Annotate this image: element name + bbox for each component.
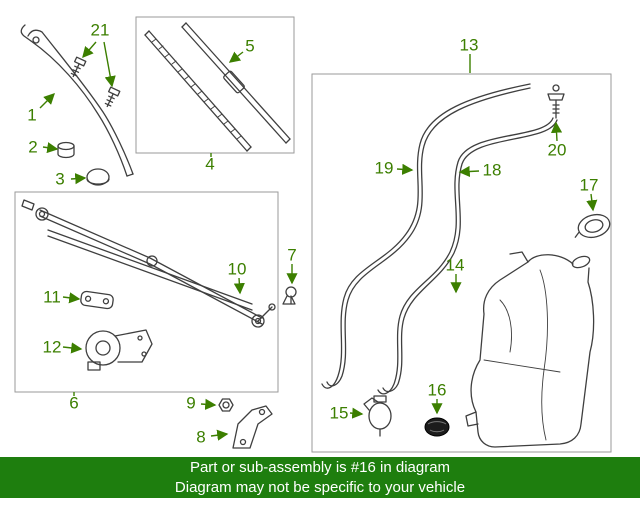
part-label-14: 14	[445, 255, 465, 275]
part-label-12: 12	[42, 337, 62, 357]
part-label-13: 13	[459, 35, 479, 55]
part-label-19: 19	[374, 158, 394, 178]
box-washer-system	[311, 73, 612, 453]
box-wiper-blades	[135, 16, 295, 154]
part-label-2: 2	[28, 137, 38, 157]
part-label-10: 10	[227, 259, 247, 279]
part-label-20: 20	[547, 140, 567, 160]
bolt-drawing	[70, 56, 87, 78]
callout-arrows	[39, 41, 598, 441]
banner-line2: Diagram may not be specific to your vehi…	[174, 479, 466, 496]
wiper-linkage-drawing	[21, 199, 276, 328]
wiper-blade-drawing	[144, 30, 252, 152]
part-label-6: 6	[69, 393, 79, 413]
reservoir-cap-drawing	[574, 213, 611, 239]
part-label-15: 15	[329, 403, 349, 423]
cap-nut-drawing	[57, 141, 75, 159]
bolt-drawing	[104, 86, 121, 108]
washer-pump-drawing	[363, 395, 392, 437]
washer-reservoir-drawing	[465, 251, 595, 448]
part-label-11: 11	[43, 287, 61, 307]
part-label-16: 16	[427, 380, 447, 400]
banner-line1: Part or sub-assembly is #16 in diagram	[189, 459, 451, 476]
wiper-blade-drawing	[181, 22, 291, 144]
part-label-3: 3	[55, 169, 65, 189]
box-wiper-linkage	[14, 191, 279, 393]
washer-hose-drawing	[321, 83, 558, 395]
part-label-17: 17	[579, 175, 599, 195]
pivot-part-drawing	[282, 286, 297, 305]
highlight-banner: Part or sub-assembly is #16 in diagram D…	[0, 457, 640, 498]
washer-nozzle-drawing	[547, 84, 565, 119]
part-label-8: 8	[196, 427, 206, 447]
wiper-motor-drawing	[85, 329, 153, 371]
wiper-arm-drawing	[20, 24, 134, 177]
part-label-1: 1	[27, 105, 37, 125]
part-label-18: 18	[482, 160, 502, 180]
part-label-7: 7	[287, 245, 297, 265]
pivot-cap-drawing	[86, 168, 110, 186]
grommet-16-drawing	[424, 417, 450, 437]
bracket-drawing	[232, 405, 273, 449]
part-label-4: 4	[205, 154, 215, 174]
nut-drawing	[218, 398, 234, 412]
part-label-21: 21	[90, 20, 110, 40]
part-label-5: 5	[245, 36, 255, 56]
part-label-9: 9	[186, 393, 196, 413]
